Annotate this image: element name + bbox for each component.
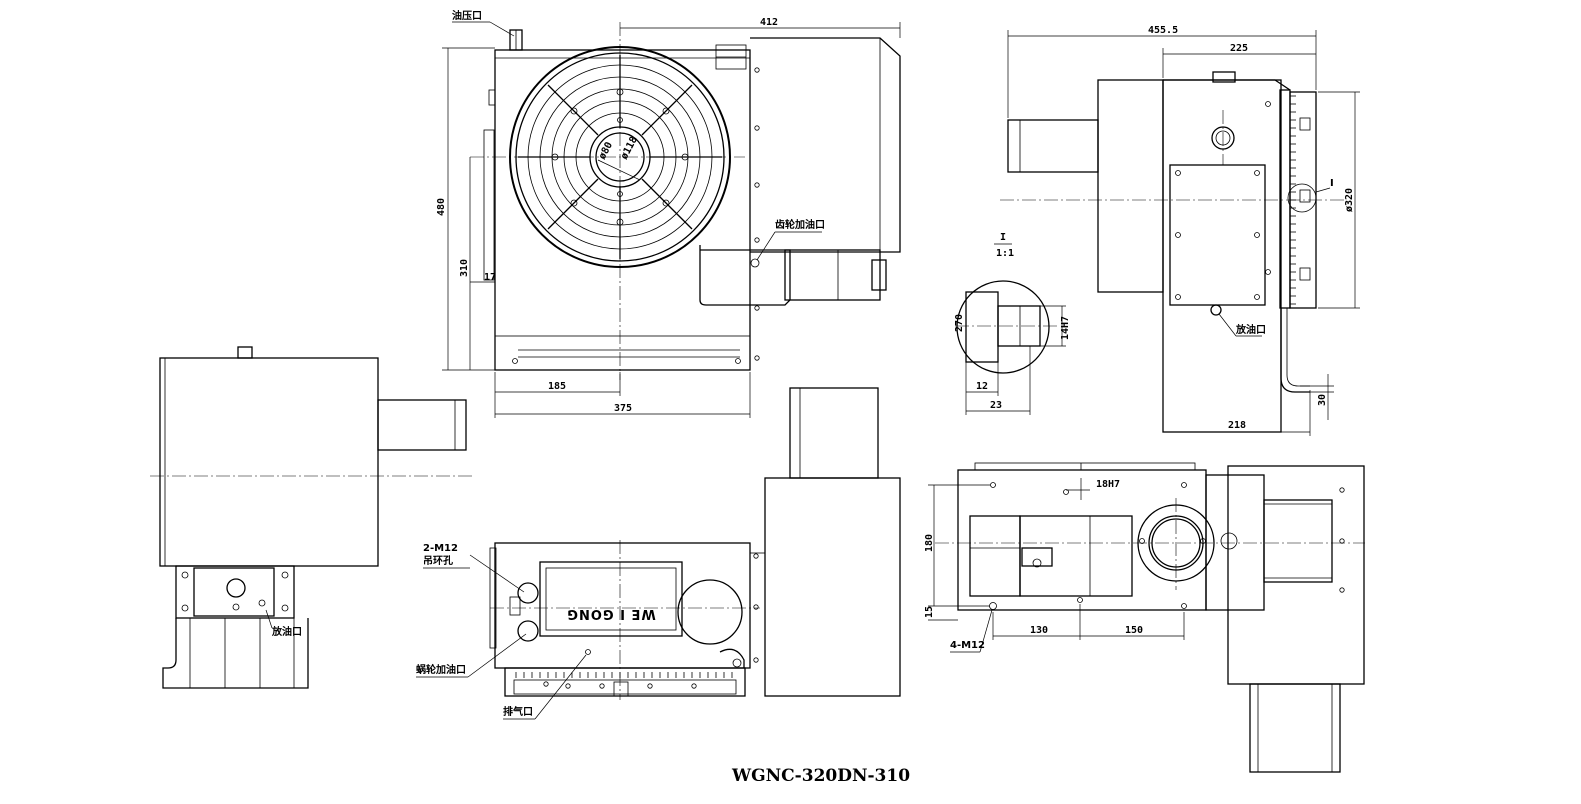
detail-12-dim: 12	[976, 381, 988, 392]
gear-oil-port-note: 齿轮加油口	[775, 218, 825, 231]
drawing-title: WGNC-320DN-310	[731, 766, 910, 786]
detail-23-dim: 23	[990, 400, 1002, 411]
detail-scale: 1:1	[996, 248, 1014, 259]
side-view: I 455.5 225 ø320 218 30 放油口	[1000, 25, 1360, 436]
detail-view: I 1:1 14H7 270 12 23	[954, 232, 1071, 415]
front-bottom-total-dim: 375	[614, 403, 632, 414]
detail-slot-dim: 14H7	[1060, 316, 1071, 340]
front-bottom-left-dim: 185	[548, 381, 566, 392]
front-offset-dim: 17	[484, 272, 496, 283]
plan-180-dim: 180	[924, 534, 935, 552]
left-view: 放油口	[150, 346, 472, 689]
vent-port-note: 排气口	[503, 705, 533, 718]
side-drain-note: 放油口	[1235, 323, 1266, 336]
hydraulic-port-note: 油压口	[452, 9, 482, 22]
plan-15-dim: 15	[924, 606, 935, 618]
plan-130-dim: 130	[1030, 625, 1048, 636]
front-height-dim: 480	[436, 198, 447, 216]
detail-marker-label: I	[1330, 178, 1334, 189]
plan-key-dim: 18H7	[1096, 479, 1120, 490]
lift-hole-note-1: 2-M12	[423, 543, 458, 554]
detail-title: I	[1000, 232, 1006, 243]
plan-holes-note: 4-M12	[950, 640, 985, 651]
side-foot-dim: 30	[1317, 394, 1328, 406]
side-table-dia-dim: ø320	[1344, 188, 1355, 212]
side-total-dim: 455.5	[1148, 25, 1178, 36]
front-center-height-dim: 310	[459, 259, 470, 277]
front-view: 412 480 310 17 185 375 ø80 ø118 油压口 齿轮加油…	[436, 9, 901, 418]
lift-hole-note-2: 吊环孔	[423, 554, 453, 567]
side-part-dim: 225	[1230, 43, 1248, 54]
brand-mirrored: WE I GONG	[566, 606, 655, 621]
plan-view: 18H7 180 15 130 150 4-M12	[924, 462, 1365, 773]
worm-oil-port-note: 蜗轮加油口	[416, 663, 466, 676]
plan-150-dim: 150	[1125, 625, 1143, 636]
inner-diameter-118: ø118	[619, 135, 640, 161]
detail-270-dim: 270	[954, 314, 965, 332]
left-drain-note: 放油口	[271, 625, 302, 638]
side-base-dim: 218	[1228, 420, 1246, 431]
bottom-view: WE I GONG 2-M12 吊环孔 蜗轮加油口 排气口	[416, 387, 901, 720]
front-width-dim: 412	[760, 17, 778, 28]
